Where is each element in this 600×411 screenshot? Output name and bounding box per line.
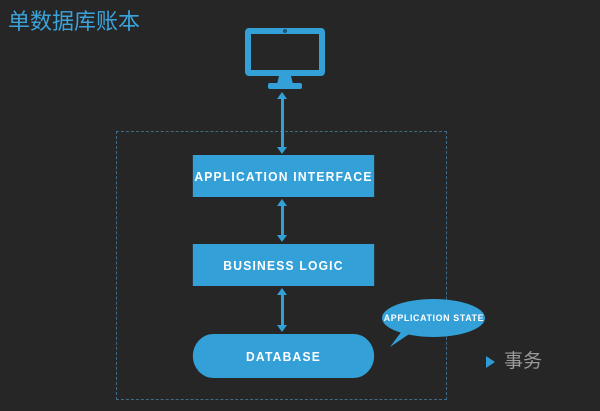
callout-bubble: APPLICATION STATE — [382, 299, 485, 337]
arrowhead-down-icon — [277, 147, 287, 154]
callout-application-state[interactable]: APPLICATION STATE — [382, 299, 485, 347]
block-label: APPLICATION INTERFACE — [194, 168, 373, 184]
connector-monitor-to-application-interface — [277, 92, 288, 154]
monitor-neck-icon — [277, 75, 293, 84]
connector-business-logic-to-database — [277, 288, 288, 332]
monitor-screen-icon — [245, 28, 325, 76]
note-label: 事务 — [504, 351, 543, 372]
arrowhead-up-icon — [277, 199, 287, 206]
connector-application-interface-to-business-logic — [277, 199, 288, 242]
arrowhead-down-icon — [277, 325, 287, 332]
block-label: DATABASE — [245, 348, 322, 364]
page-title: 单数据库账本 — [8, 9, 141, 34]
block-database[interactable]: DATABASE — [192, 334, 375, 378]
block-application-interface[interactable]: APPLICATION INTERFACE — [192, 155, 375, 197]
note-transaction: 事务 — [486, 351, 542, 373]
arrow-shaft — [281, 204, 284, 237]
arrow-shaft — [281, 97, 284, 149]
arrow-shaft — [281, 293, 284, 327]
arrowhead-up-icon — [277, 288, 287, 295]
block-business-logic[interactable]: BUSINESS LOGIC — [192, 244, 375, 286]
block-label: BUSINESS LOGIC — [223, 257, 344, 273]
callout-label: APPLICATION STATE — [383, 312, 484, 324]
triangle-right-icon — [486, 356, 495, 368]
monitor-icon — [245, 28, 325, 90]
arrowhead-up-icon — [277, 92, 287, 99]
monitor-base-icon — [268, 83, 302, 89]
webcam-dot-icon — [283, 29, 287, 33]
arrowhead-down-icon — [277, 235, 287, 242]
